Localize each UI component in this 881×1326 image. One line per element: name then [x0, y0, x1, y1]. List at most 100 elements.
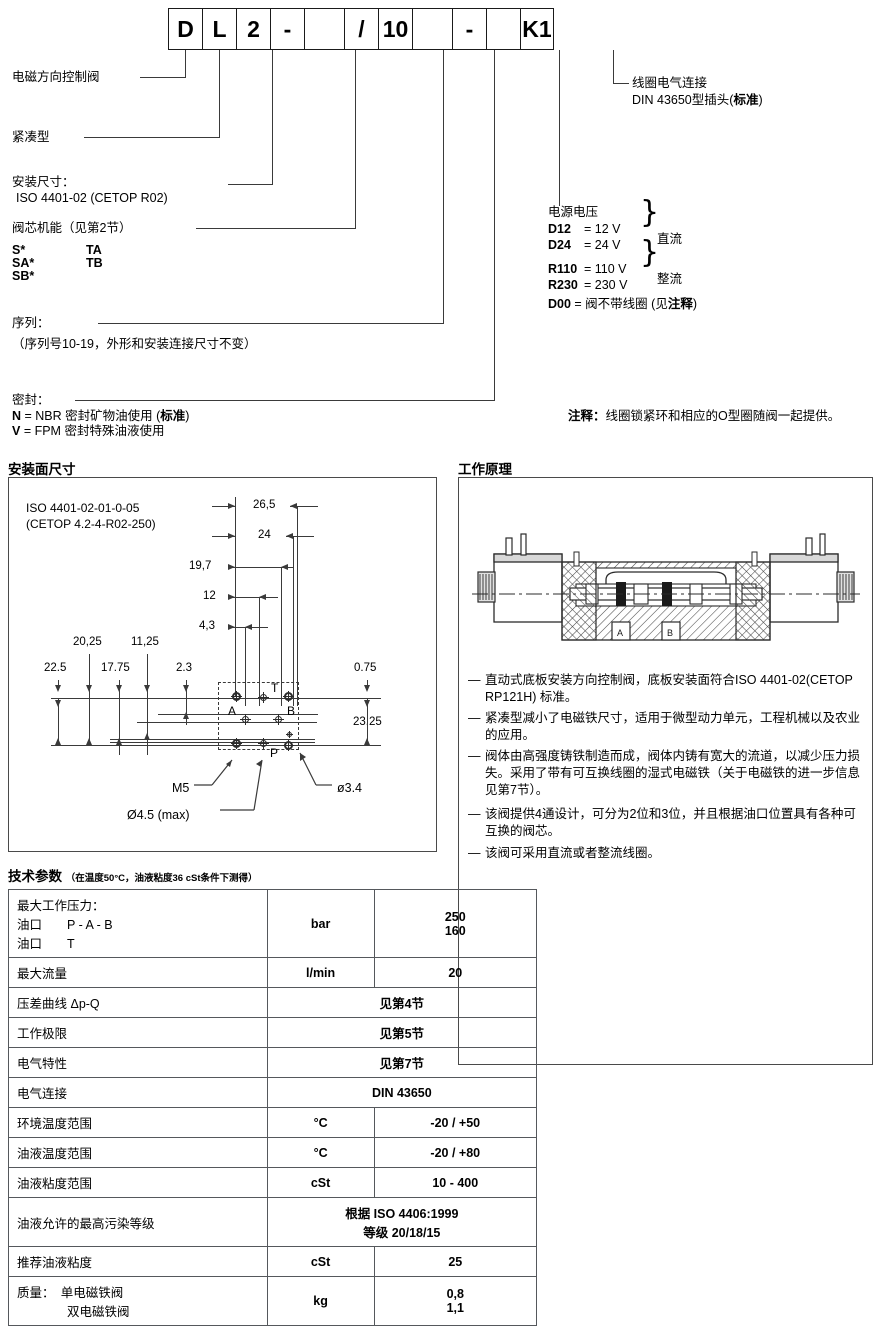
- dim-line: [228, 567, 294, 568]
- row-label: 电气特性: [8, 1047, 268, 1078]
- label-series-title: 序列：: [12, 316, 50, 330]
- row-value-line: 1,1: [446, 1301, 464, 1315]
- bullet-dash-icon: —: [468, 846, 481, 860]
- table-row: 推荐油液粘度 cSt 25: [8, 1246, 538, 1277]
- leader-line: [75, 400, 495, 401]
- dim-ext-line: [186, 690, 187, 725]
- dim-arrow-icon: [364, 685, 370, 692]
- dim-ext-line: [147, 654, 148, 690]
- mounting-standard-2: (CETOP 4.2-4-R02-250): [26, 517, 156, 531]
- seal-nbr-text: = NBR 密封矿物油使用 (: [21, 409, 161, 423]
- row-label: 油液粘度范围: [8, 1167, 268, 1198]
- dim-line: [212, 506, 235, 507]
- leader-line: [613, 50, 614, 84]
- model-code-cell: [304, 8, 344, 50]
- row-label: 油液温度范围: [8, 1137, 268, 1168]
- leader-line: [196, 228, 356, 229]
- dim-arrow-icon: [228, 594, 235, 600]
- row-value: 0,8 1,1: [373, 1276, 538, 1326]
- row-label-line: 油口 P - A - B: [17, 918, 113, 932]
- row-value: 25: [373, 1246, 538, 1277]
- voltage-code: R110: [548, 262, 578, 276]
- table-row: 油液允许的最高污染等级 根据 ISO 4406:1999 等级 20/18/15: [8, 1197, 538, 1247]
- port-hole-p: [258, 738, 269, 749]
- row-value: 见第7节: [266, 1047, 538, 1078]
- row-unit: kg: [266, 1276, 375, 1326]
- mounting-drawing-panel: [8, 477, 437, 852]
- svg-text:A: A: [617, 628, 623, 638]
- row-label: 压差曲线 Δp-Q: [8, 987, 268, 1018]
- label-supply-voltage: 电源电压: [548, 205, 599, 219]
- dim-arrow-icon: [286, 533, 293, 539]
- dim-17-75: 17.75: [101, 662, 130, 674]
- row-value: 10 - 400: [373, 1167, 538, 1198]
- row-value-line: 等级 20/18/15: [363, 1226, 441, 1240]
- principle-bullet-text: 直动式底板安装方向控制阀，底板安装面符合ISO 4401-02(CETOP RP…: [485, 673, 853, 704]
- dim-ext-line: [259, 597, 260, 706]
- dim-11-25: 11,25: [131, 636, 159, 648]
- note-row: 注释：线圈锁紧环和相应的O型圈随阀一起提供。: [568, 409, 840, 424]
- voltage-code: R230: [548, 278, 578, 292]
- table-row: 环境温度范围 °C -20 / +50: [8, 1107, 538, 1138]
- dim-arrow-icon: [55, 685, 61, 692]
- dim-arrow-icon: [183, 685, 189, 692]
- dim-arrow-icon: [228, 533, 235, 539]
- port-label-a: A: [228, 704, 237, 718]
- label-spool-function: 阀芯机能（见第2节）: [12, 221, 132, 235]
- brace-ac: }: [640, 235, 660, 270]
- dim-arrow-icon: [116, 738, 122, 745]
- dim-line: [286, 536, 314, 537]
- row-label-line: 油口 T: [17, 937, 75, 951]
- dim-arrow-icon: [364, 700, 370, 707]
- section-title-mounting: 安装面尺寸: [8, 462, 76, 477]
- dim-arrow-icon: [228, 564, 235, 570]
- label-coil-plug: DIN 43650型插头(标准): [632, 93, 763, 108]
- dim-ext-line: [147, 690, 148, 755]
- model-code-cell: /: [344, 8, 378, 50]
- row-value: 见第4节: [266, 987, 538, 1018]
- leader-line: [185, 50, 186, 78]
- row-value: 见第5节: [266, 1017, 538, 1048]
- dim-ext-line: [367, 698, 368, 745]
- voltage-value: = 110 V: [584, 262, 627, 276]
- dim-arrow-icon: [290, 503, 297, 509]
- seal-fpm-text: = FPM 密封特殊油液使用: [20, 424, 165, 438]
- label-ac-group: 整流: [657, 272, 683, 286]
- row-unit: °C: [266, 1137, 375, 1168]
- table-row: 油液粘度范围 cSt 10 - 400: [8, 1167, 538, 1198]
- port-label-p: P: [270, 746, 279, 760]
- callout-d45max: Ø4.5 (max): [127, 808, 190, 822]
- dim-ext-line: [119, 690, 120, 755]
- leader-line: [559, 50, 560, 206]
- section-title-tech: 技术参数 （在温度50°C，油液粘度36 cSt条件下测得）: [8, 865, 257, 885]
- model-code-cell: L: [202, 8, 236, 50]
- svg-text:B: B: [667, 628, 673, 638]
- dim-ext-line: [58, 698, 59, 745]
- dim-line: [212, 536, 235, 537]
- seal-nbr-standard: 标准: [160, 409, 186, 423]
- spool-code: SA*: [12, 256, 35, 270]
- table-row: 电气连接 DIN 43650: [8, 1077, 538, 1108]
- principle-bullet: — 直动式底板安装方向控制阀，底板安装面符合ISO 4401-02(CETOP …: [468, 672, 860, 706]
- row-value: -20 / +80: [373, 1137, 538, 1168]
- model-code-cell: [486, 8, 520, 50]
- label-no-coil: D00 = 阀不带线圈 (见注释): [548, 297, 697, 312]
- dim-4-3: 4,3: [199, 620, 215, 632]
- seal-nbr-paren: ): [185, 409, 190, 423]
- leader-line: [272, 50, 273, 185]
- leader-line: [140, 77, 186, 78]
- row-unit: °C: [266, 1107, 375, 1138]
- note-body: 线圈锁紧环和相应的O型圈随阀一起提供。: [605, 409, 841, 423]
- label-dc-group: 直流: [657, 232, 683, 246]
- leader-line: [84, 137, 220, 138]
- callout-d34: ø3.4: [337, 781, 363, 795]
- port-hole-t: [258, 692, 269, 703]
- voltage-code: D12: [548, 222, 571, 236]
- model-code-cell: -: [270, 8, 304, 50]
- row-unit: l/min: [266, 957, 375, 988]
- row-label-line: 最大工作压力：: [17, 899, 105, 913]
- coil-plug-standard: 标准: [733, 93, 759, 107]
- tech-params-table: 最大工作压力： 油口 P - A - B 油口 T bar 250 160 最大…: [8, 889, 538, 1326]
- port-hole-m5: [231, 691, 242, 702]
- mounting-standard-1: ISO 4401-02-01-0-05: [26, 501, 140, 515]
